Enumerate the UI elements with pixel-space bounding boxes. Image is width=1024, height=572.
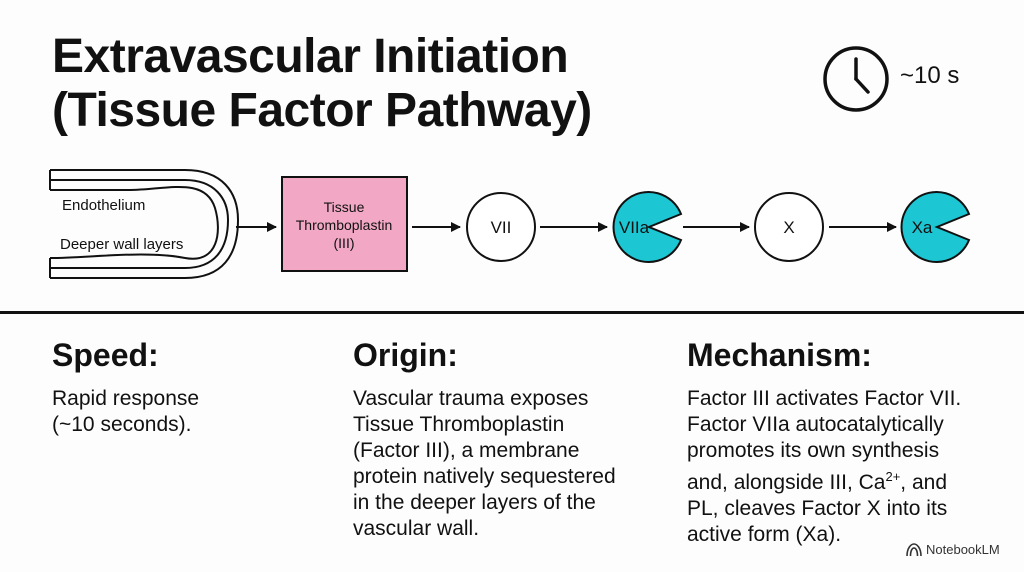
speed-text: Rapid response (~10 seconds). bbox=[52, 386, 322, 438]
mechanism-line: Factor VIIa autocatalytically bbox=[687, 413, 944, 436]
brand-watermark: NotebookLM bbox=[906, 542, 1000, 557]
factor-xa-label: Xa bbox=[912, 218, 933, 237]
tissue-thromboplastin-box bbox=[281, 176, 408, 272]
endothelium-label: Endothelium bbox=[62, 197, 145, 214]
mechanism-line: , and bbox=[900, 471, 948, 494]
origin-line: protein natively sequestered bbox=[353, 465, 616, 488]
mechanism-heading: Mechanism: bbox=[687, 337, 872, 373]
origin-text: Vascular trauma exposes Tissue Thrombopl… bbox=[353, 386, 653, 542]
mechanism-text: Factor III activates Factor VII. Factor … bbox=[687, 386, 1007, 548]
speed-column: Speed: Rapid response (~10 seconds). bbox=[52, 336, 322, 438]
pathway-diagram: Endothelium Deeper wall layers Tissue Th… bbox=[49, 169, 971, 279]
origin-column: Origin: Vascular trauma exposes Tissue T… bbox=[353, 336, 653, 542]
timer: ~10 s bbox=[822, 46, 992, 112]
speed-line: (~10 seconds). bbox=[52, 413, 192, 436]
factor-xa-node bbox=[900, 191, 971, 263]
origin-line: in the deeper layers of the bbox=[353, 491, 596, 514]
origin-line: Tissue Thromboplastin bbox=[353, 413, 565, 436]
factor-vii-node bbox=[466, 192, 536, 262]
wall-layers-label: Deeper wall layers bbox=[60, 236, 183, 253]
factor-viia-node bbox=[612, 191, 683, 263]
factor-x-label: X bbox=[783, 218, 794, 237]
section-divider bbox=[0, 311, 1024, 314]
mechanism-line: promotes its own synthesis bbox=[687, 439, 940, 462]
origin-line: vascular wall. bbox=[353, 517, 480, 540]
tf-label-line-3: (III) bbox=[334, 235, 355, 251]
mechanism-column: Mechanism: Factor III activates Factor V… bbox=[687, 336, 1007, 548]
vessel-wall-diagram bbox=[49, 169, 240, 279]
timer-label: ~10 s bbox=[900, 62, 960, 89]
speed-heading: Speed: bbox=[52, 337, 159, 373]
mechanism-line: and, alongside III, Ca bbox=[687, 471, 886, 494]
tf-label-line-1: Tissue bbox=[324, 199, 365, 215]
factor-vii-label: VII bbox=[491, 218, 512, 237]
factor-x-node bbox=[754, 192, 824, 262]
brand-name: NotebookLM bbox=[926, 542, 1000, 557]
title-line-2: (Tissue Factor Pathway) bbox=[52, 84, 592, 137]
mechanism-line: Factor III activates Factor VII. bbox=[687, 387, 962, 410]
speed-line: Rapid response bbox=[52, 387, 200, 410]
notebooklm-logo-icon bbox=[906, 543, 922, 557]
origin-heading: Origin: bbox=[353, 337, 458, 373]
tf-label-line-2: Thromboplastin bbox=[296, 217, 393, 233]
title-line-1: Extravascular Initiation bbox=[52, 30, 569, 83]
origin-line: (Factor III), a membrane bbox=[353, 439, 580, 462]
factor-viia-label: VIIa bbox=[619, 218, 650, 237]
origin-line: Vascular trauma exposes bbox=[353, 387, 589, 410]
page-title: Extravascular Initiation (Tissue Factor … bbox=[52, 30, 592, 138]
mechanism-line: PL, cleaves Factor X into its bbox=[687, 497, 948, 520]
calcium-charge: 2+ bbox=[885, 469, 901, 484]
clock-icon bbox=[823, 46, 889, 112]
mechanism-line: active form (Xa). bbox=[687, 523, 842, 546]
